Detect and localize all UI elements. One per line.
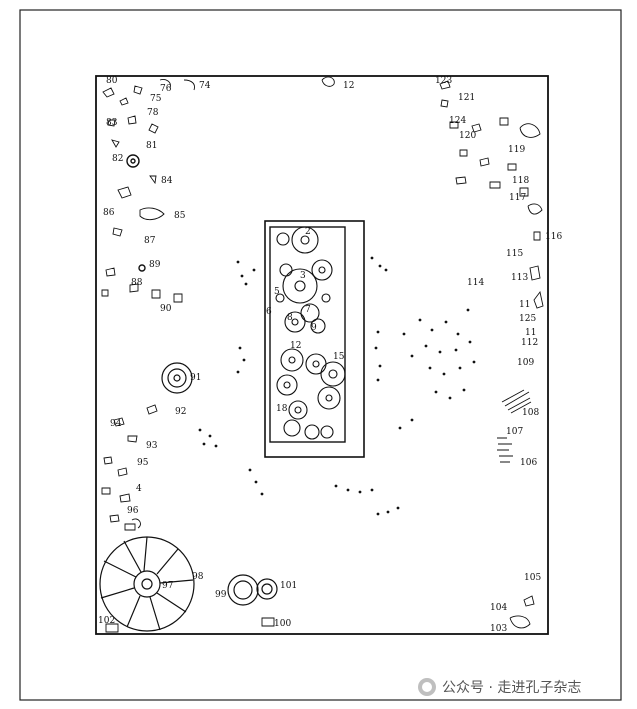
- artifact-number-label: 124: [449, 116, 466, 126]
- artifact-number-label: 5: [274, 287, 280, 297]
- artifact-number-label: 116: [545, 232, 562, 242]
- artifact-number-label: 78: [147, 108, 159, 118]
- artifact-number-label: 76: [160, 84, 172, 94]
- artifact-number-label: 8: [287, 313, 293, 323]
- artifact-number-label: 6: [266, 307, 272, 317]
- artifact-number-label: 104: [490, 603, 507, 613]
- artifact-number-label: 115: [506, 249, 523, 259]
- artifact-number-label: 121: [458, 93, 475, 103]
- artifact-number-label: 114: [467, 278, 484, 288]
- artifact-number-label: 94: [110, 419, 122, 429]
- artifact-number-label: 95: [137, 458, 149, 468]
- artifact-number-label: 18: [276, 404, 288, 414]
- artifact-number-label: 112: [521, 338, 538, 348]
- artifact-number-label: 82: [112, 154, 123, 164]
- artifact-number-label: 90: [160, 304, 172, 314]
- artifact-number-label: 101: [280, 581, 297, 591]
- artifact-number-label: 89: [149, 260, 161, 270]
- artifact-number-label: 93: [146, 441, 158, 451]
- artifact-number-label: 109: [517, 358, 534, 368]
- artifact-number-label: 120: [459, 131, 476, 141]
- watermark-text: 公众号 · 走进孔子杂志: [442, 680, 582, 696]
- artifact-number-label: 80: [106, 76, 118, 86]
- artifact-number-label: 119: [508, 145, 525, 155]
- artifact-number-label: 92: [175, 407, 186, 417]
- artifact-number-label: 11: [519, 300, 530, 310]
- dots: [198, 256, 476, 516]
- disc-91: [161, 362, 193, 394]
- artifact-number-label: 103: [490, 624, 507, 634]
- artifact-number-label: 105: [524, 573, 541, 583]
- artifact-number-label: 81: [146, 141, 157, 151]
- artifact-number-label: 85: [174, 211, 186, 221]
- artifact-number-label: 123: [435, 76, 452, 86]
- artifact-number-label: 96: [127, 506, 139, 516]
- disc-99-101: [227, 574, 278, 606]
- disc-97: [99, 536, 195, 632]
- watermark: 公众号 · 走进孔子杂志: [418, 676, 628, 698]
- artifact-number-label: 98: [192, 572, 204, 582]
- artifact-number-label: 113: [511, 273, 528, 283]
- coffin-artifacts: [275, 226, 346, 440]
- artifact-number-label: 15: [333, 352, 345, 362]
- outer-frame: [19, 9, 622, 701]
- artifact-number-label: 97: [162, 581, 174, 591]
- artifact-number-label: 100: [274, 619, 291, 629]
- wechat-logo-icon: [418, 678, 436, 696]
- artifact-number-label: 86: [103, 208, 115, 218]
- artifact-number-label: 83: [106, 118, 118, 128]
- pit-outline: [95, 75, 549, 635]
- artifact-number-label: 117: [509, 193, 526, 203]
- artifact-number-label: 3: [300, 271, 306, 281]
- artifact-number-label: 107: [506, 427, 523, 437]
- artifact-number-label: 12: [290, 341, 301, 351]
- artifact-number-label: 12: [343, 81, 354, 91]
- artifact-number-label: 75: [150, 94, 162, 104]
- artifact-number-label: 125: [519, 314, 536, 324]
- artifact-number-label: 108: [522, 408, 539, 418]
- fragments: [101, 76, 544, 633]
- artifact-number-label: 88: [131, 278, 143, 288]
- artifact-number-label: 7: [305, 305, 311, 315]
- artifact-number-label: 9: [311, 323, 317, 333]
- artifact-number-label: 74: [199, 81, 211, 91]
- artifact-number-label: 11: [525, 328, 536, 338]
- coffin-outer: [264, 220, 365, 458]
- artifact-number-label: 87: [144, 236, 156, 246]
- artifact-number-label: 84: [161, 176, 173, 186]
- artifact-number-label: 2: [305, 227, 311, 237]
- artifact-number-label: 106: [520, 458, 537, 468]
- artifact-number-label: 4: [136, 484, 142, 494]
- artifact-number-label: 99: [215, 590, 227, 600]
- artifact-number-label: 91: [190, 373, 201, 383]
- artifact-number-label: 102: [98, 616, 115, 626]
- artifact-number-label: 118: [512, 176, 529, 186]
- small-rings: [126, 154, 146, 272]
